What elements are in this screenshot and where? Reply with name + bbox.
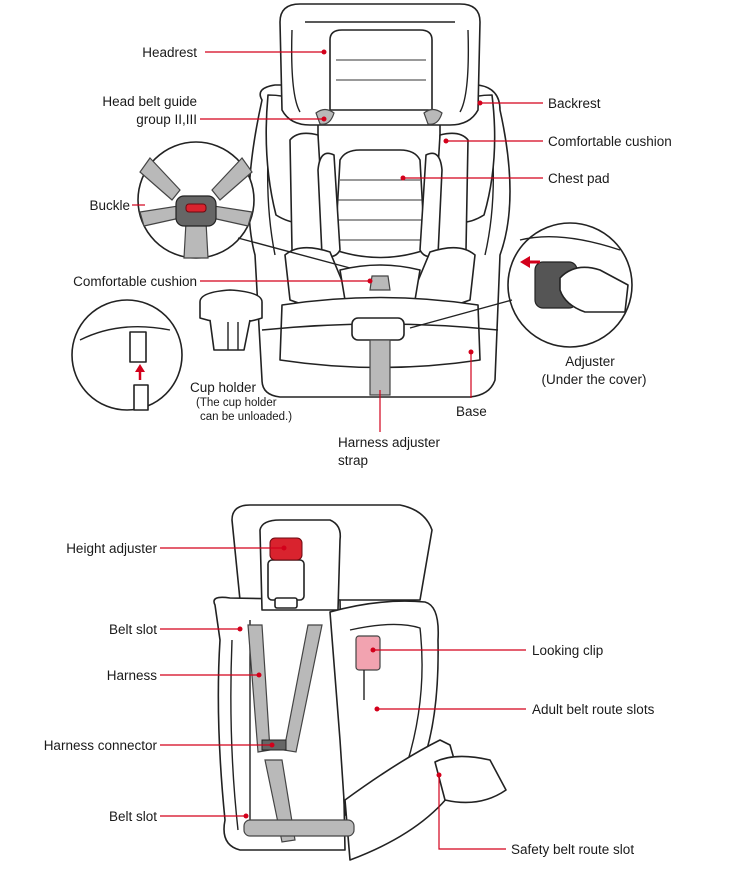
cup-holder-zoom [71,299,183,411]
label-harness-adjuster-2: strap [338,453,368,468]
adjuster-cover-edge [519,235,621,251]
cup-arrow-up-icon [135,364,145,372]
bottom-seat-drawing [213,504,507,861]
leader-dot-cushion-right [443,138,449,144]
top-seat-drawing [199,3,511,398]
label-comfortable-cushion-left: Comfortable cushion [73,274,197,289]
label-cup-holder: Cup holder [190,380,257,395]
cup-clip-bottom [133,384,149,411]
buckle-release-button [185,203,207,213]
leader-dot-looking-clip [370,647,376,653]
label-adjuster-note: (Under the cover) [541,372,646,387]
leader-dot-belt-slot-bottom [243,813,249,819]
leader-safety-belt-route [438,775,506,850]
headrest-center [329,29,433,111]
label-base: Base [456,404,487,419]
label-harness: Harness [107,668,158,683]
cup-holder-top [199,289,263,324]
locking-clip-graphic [355,635,381,671]
headrest-stitching [336,59,426,81]
leader-dot-base [468,349,474,355]
cup-clip-top [129,331,147,363]
cup-holder-zoom-circle [71,299,183,411]
label-head-belt-guide-2: group II,III [136,112,197,127]
harness-strap-right-upper [283,624,323,753]
label-adult-belt-route-slots: Adult belt route slots [532,702,655,717]
label-backrest: Backrest [548,96,601,111]
leader-dot-height-adjuster [281,545,287,551]
leader-dot-cushion-left [367,278,373,284]
rear-height-frame [267,559,305,601]
rear-height-slider [274,597,298,609]
buckle-strap-top-left [139,157,181,201]
harness-adjuster-strap-graphic [369,339,391,396]
label-comfortable-cushion-right: Comfortable cushion [548,134,672,149]
label-looking-clip: Looking clip [532,643,603,658]
label-belt-slot-top: Belt slot [109,622,157,637]
label-adjuster: Adjuster [565,354,615,369]
leader-dot-head-belt-guide [321,116,327,122]
leader-dot-backrest [477,100,483,106]
belt-slot-bottom-strap [243,819,355,837]
label-safety-belt-route-slot: Safety belt route slot [511,842,634,857]
label-chest-pad: Chest pad [548,171,610,186]
label-headrest: Headrest [142,45,197,60]
label-buckle: Buckle [89,198,130,213]
leader-dot-adult-belt-route [374,706,380,712]
label-harness-adjuster-1: Harness adjuster [338,435,441,450]
label-height-adjuster: Height adjuster [66,541,157,556]
leader-dot-safety-belt-route [436,772,442,778]
buckle-zoom-pointer [237,237,351,269]
label-harness-connector: Harness connector [44,738,158,753]
adjuster-zoom [409,222,633,348]
chest-pad-stitching [336,179,424,241]
top-leaders [132,49,543,432]
label-belt-slot-bottom: Belt slot [109,809,157,824]
leader-dot-belt-slot-top [237,626,243,632]
headrest-contours [290,21,470,113]
cup-holder-body [209,319,251,351]
adjuster-zoom-pointer [409,299,513,329]
buckle-strap-bottom [183,221,209,259]
label-cup-holder-note-2: can be unloaded.) [200,411,292,423]
cup-zoom-edge [79,326,171,341]
adjuster-arrow-icon [520,256,530,268]
top-labels: Headrest Head belt guide group II,III Bu… [73,45,672,468]
label-head-belt-guide-1: Head belt guide [102,94,197,109]
buckle-zoom [137,141,351,269]
leader-dot-chest-pad [400,175,406,181]
adjuster-finger [559,266,629,313]
buckle-small [369,275,391,291]
bottom-labels: Height adjuster Belt slot Harness Harnes… [44,541,655,857]
cup-holder-slats [227,322,239,350]
head-belt-guide-right [423,108,443,125]
leader-dot-harness [256,672,262,678]
leader-dot-harness-connector [269,742,275,748]
chest-pad [334,149,426,259]
label-cup-holder-note-1: (The cup holder [196,397,277,409]
bottom-leaders [160,545,526,850]
adjuster-cover [351,317,405,341]
buckle-strap-top-right [211,157,253,201]
rear-cup-holder [434,755,507,804]
leader-dot-headrest [321,49,327,55]
